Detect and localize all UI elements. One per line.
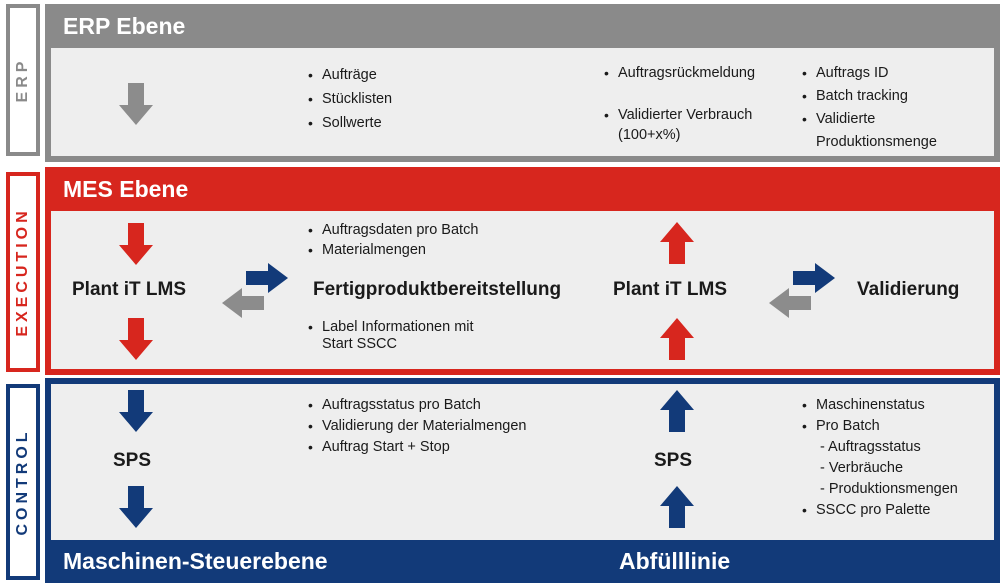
mes-bullet: Auftragsdaten pro Batch [308, 220, 478, 240]
mes-node-plant-it-lms-left: Plant iT LMS [72, 279, 186, 300]
mes-down-arrow-top [119, 223, 153, 265]
erp-bullet: Aufträge [308, 65, 392, 85]
erp-bullet: Auftragsrückmeldung [604, 63, 755, 83]
erp-bullet: Auftrags ID [802, 63, 937, 83]
erp-bullet: Validierter Verbrauch [604, 105, 755, 125]
side-label-control-text: CONTROL [14, 428, 31, 536]
mes-up-arrow-top [660, 222, 694, 264]
footer-left-label: Maschinen-Steuerebene [63, 548, 328, 574]
side-label-erp-text: ERP [14, 57, 31, 103]
mes-up-arrow-bottom [660, 318, 694, 360]
erp-bullet-continuation: (100+x%) [618, 127, 681, 143]
mes-left-arrow-right [769, 288, 811, 318]
mes-bullet-continuation: Start SSCC [322, 336, 397, 352]
control-bullet: SSCC pro Palette [802, 500, 958, 521]
side-label-execution: EXECUTION [6, 172, 40, 372]
mes-node-validierung: Validierung [857, 279, 960, 300]
control-up-arrow-top [660, 390, 694, 432]
side-label-erp: ERP [6, 4, 40, 156]
footer-right-label: Abfülllinie [619, 548, 731, 574]
erp-bullet: Batch tracking [802, 86, 937, 106]
erp-bullets-col2: Auftragsrückmeldung Validierter Verbrauc… [604, 63, 755, 145]
erp-bullet: Validierte [802, 109, 937, 129]
control-footer: Maschinen-Steuerebene Abfülllinie [45, 540, 1000, 583]
control-bullets-left: Auftragsstatus pro Batch Validierung der… [308, 395, 526, 458]
erp-bullet: Sollwerte [308, 113, 392, 133]
mes-down-arrow-bottom [119, 318, 153, 360]
side-label-control: CONTROL [6, 384, 40, 580]
control-node-sps-right: SPS [654, 450, 693, 471]
mes-left-arrow-left [222, 288, 264, 318]
control-bullet: Auftragsstatus pro Batch [308, 395, 526, 416]
mes-node-plant-it-lms-right: Plant iT LMS [613, 279, 727, 300]
control-up-arrow-bottom [660, 486, 694, 528]
erp-title: ERP Ebene [63, 13, 186, 39]
mes-band: MES Ebene [45, 167, 1000, 375]
erp-bullet: Stücklisten [308, 89, 392, 109]
mes-bullet: Materialmengen [308, 240, 478, 260]
control-sub-bullet: - Verbräuche [820, 460, 904, 476]
mes-right-arrow-right [793, 263, 835, 293]
erp-bullet-continuation: Produktionsmenge [816, 134, 937, 150]
control-sub-bullet: - Produktionsmengen [820, 481, 958, 497]
control-down-arrow-top [119, 390, 153, 432]
mes-body [51, 211, 994, 369]
control-bullet: Maschinenstatus [802, 395, 958, 416]
erp-bullets-col1: Aufträge Stücklisten Sollwerte [308, 65, 392, 133]
control-sub-bullet: - Auftragsstatus [820, 439, 921, 455]
control-bullets-right: Maschinenstatus Pro Batch - Auftragsstat… [802, 395, 958, 521]
side-label-execution-text: EXECUTION [14, 207, 31, 337]
erp-down-arrow [119, 83, 153, 125]
control-down-arrow-bottom [119, 486, 153, 528]
control-node-sps-left: SPS [113, 450, 152, 471]
mes-title: MES Ebene [63, 176, 189, 202]
mes-right-arrow-left [246, 263, 288, 293]
mes-bullet: Label Informationen mit [308, 319, 474, 336]
erp-bullets-col3: Auftrags ID Batch tracking Validierte Pr… [802, 63, 937, 152]
control-bullet: Validierung der Materialmengen [308, 416, 526, 437]
control-bullet: Auftrag Start + Stop [308, 437, 526, 458]
mes-bullets-top: Auftragsdaten pro Batch Materialmengen [308, 220, 478, 260]
mes-bullets-bottom: Label Informationen mit Start SSCC [308, 319, 474, 353]
control-bullet: Pro Batch [802, 416, 958, 437]
mes-node-fertigproduktbereitstellung: Fertigproduktbereitstellung [313, 279, 562, 300]
